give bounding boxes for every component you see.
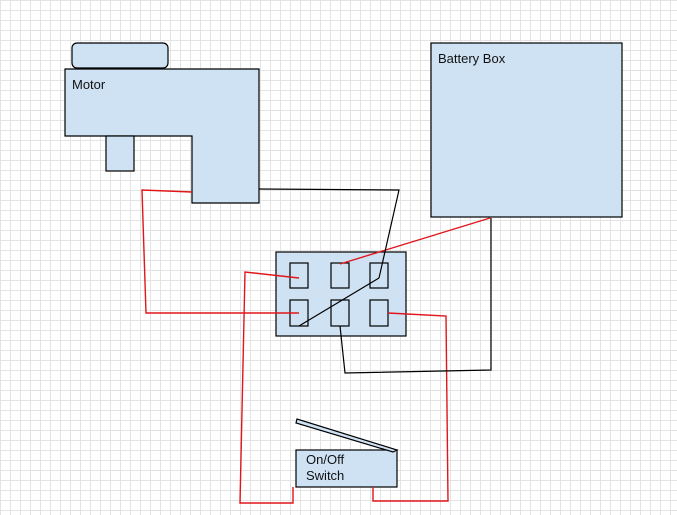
battery-box-label: Battery Box: [438, 51, 506, 66]
red-wire-motor-to-terminal[interactable]: [141, 189, 299, 314]
on-off-switch-lever[interactable]: [295, 418, 399, 453]
motor-top-cap[interactable]: [71, 42, 169, 69]
motor-body[interactable]: [64, 68, 260, 204]
switch-label-line2: Switch: [306, 468, 344, 483]
terminal-top-middle[interactable]: [330, 262, 350, 289]
black-wire-battery-to-terminal[interactable]: [339, 218, 492, 374]
red-wire-terminal-to-switch-left[interactable]: [239, 271, 300, 504]
black-wire-motor-to-terminal[interactable]: [258, 188, 400, 279]
terminal-bottom-right[interactable]: [369, 299, 389, 327]
black-wire-diagonal-cross[interactable]: [298, 277, 380, 327]
terminal-top-left[interactable]: [289, 262, 309, 289]
switch-label-line1: On/Off: [306, 452, 344, 467]
red-wire-battery-to-terminal[interactable]: [339, 217, 491, 265]
terminal-bottom-middle[interactable]: [330, 299, 350, 327]
red-wire-terminal-to-switch-right[interactable]: [372, 312, 449, 502]
on-off-switch-body[interactable]: [295, 449, 398, 488]
motor-label: Motor: [72, 77, 106, 92]
motor-shaft[interactable]: [105, 135, 135, 172]
battery-box[interactable]: [430, 42, 623, 218]
